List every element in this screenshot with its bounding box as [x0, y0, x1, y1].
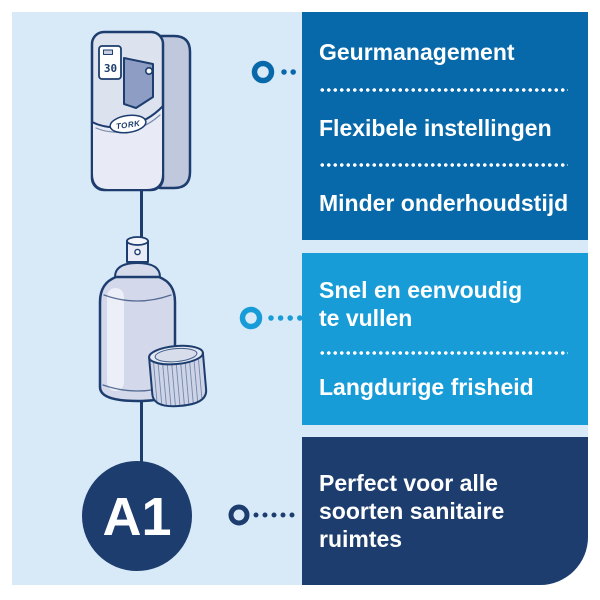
spray-nozzle-dot: [145, 67, 154, 76]
dotted-separator: [319, 163, 568, 168]
dotted-separator: [319, 350, 568, 355]
benefit-item: Perfect voor alle soorten sanitaire ruim…: [319, 470, 505, 552]
benefit-item: Snel en eenvoudig te vullen: [319, 277, 523, 331]
dotted-separator: [319, 87, 568, 92]
dispenser-opening: [123, 57, 154, 109]
nozzle-hole: [134, 248, 141, 256]
battery-icon: [103, 49, 113, 55]
illustration-column: 30 TORK A1: [82, 30, 302, 571]
benefit-item: Geurmanagement: [319, 39, 515, 65]
system-label: A1: [102, 487, 171, 547]
display-panel: 30: [98, 45, 122, 80]
ring-connector-icon: [251, 60, 275, 84]
dispenser-illustration: 30 TORK: [90, 30, 192, 192]
benefit-item: Minder onderhoudstijd: [319, 190, 569, 216]
can-cap-illustration: [148, 344, 208, 408]
brand-label: TORK: [115, 119, 141, 131]
benefit-panel-middle: Snel en eenvoudig te vullen Langdurige f…: [302, 253, 588, 425]
benefit-item: Langdurige frisheid: [319, 374, 534, 400]
display-value: 30: [104, 62, 117, 75]
connector-top: [251, 60, 302, 84]
connector-middle: [239, 306, 302, 330]
benefit-panel-bottom: Perfect voor alle soorten sanitaire ruim…: [302, 437, 588, 585]
brand-badge: TORK: [109, 114, 147, 134]
ring-connector-icon: [228, 504, 250, 526]
benefit-item: Flexibele instellingen: [319, 114, 552, 141]
benefit-panel-top: Geurmanagement Flexibele instellingen Mi…: [302, 12, 588, 240]
connector-bottom: [228, 504, 302, 526]
ring-connector-icon: [239, 306, 263, 330]
system-badge: A1: [82, 461, 192, 571]
